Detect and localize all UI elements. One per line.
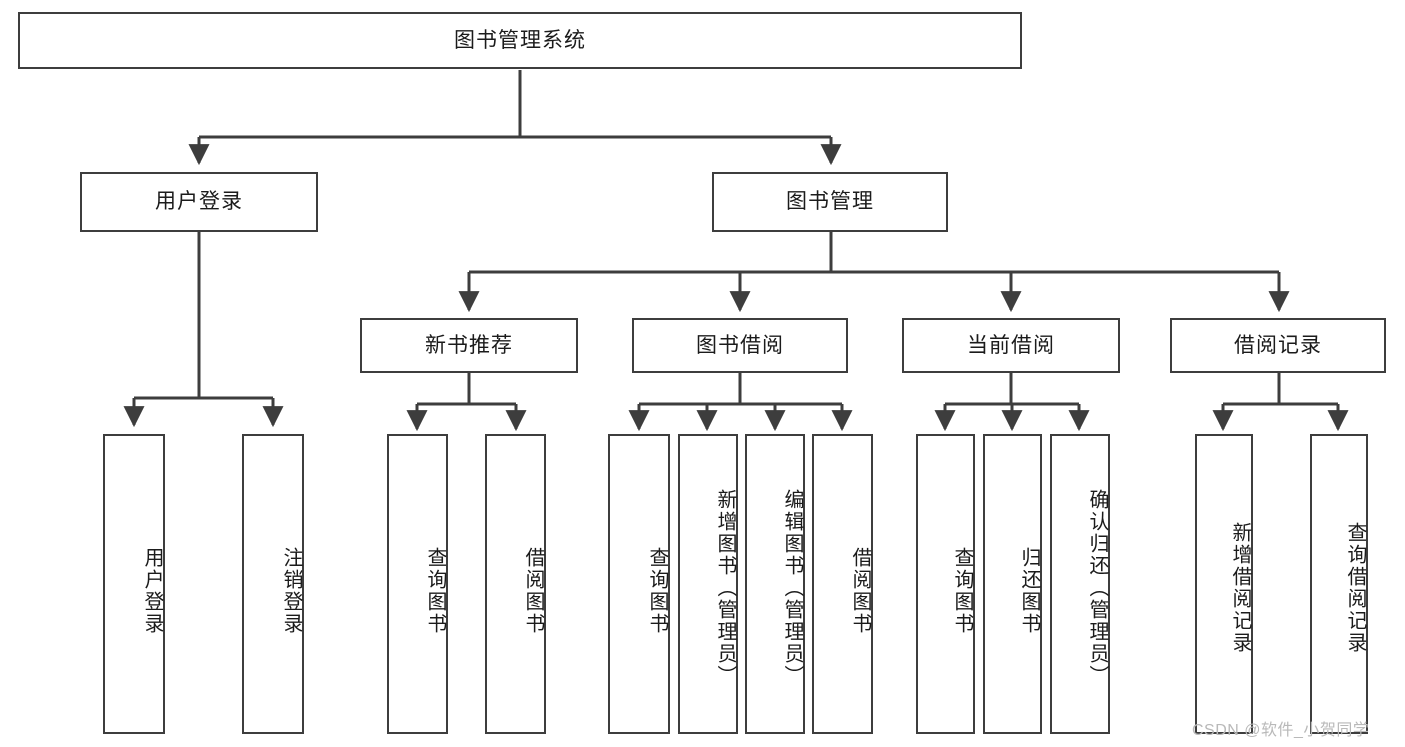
- node-label: 借阅记录: [1234, 333, 1322, 357]
- leaf-new-book-query[interactable]: 查询图书: [387, 434, 448, 734]
- leaf-record-add-record[interactable]: 新增借阅记录: [1195, 434, 1253, 734]
- leaf-current-confirm-return-admin[interactable]: 确认归还（管理员）: [1050, 434, 1110, 734]
- node-label: 查询图书: [951, 547, 973, 635]
- leaf-borrow-edit-book-admin[interactable]: 编辑图书（管理员）: [745, 434, 805, 734]
- node-book-management[interactable]: 图书管理: [712, 172, 948, 232]
- node-label: 新增图书（管理员）: [714, 489, 736, 687]
- node-label: 查询图书: [646, 547, 668, 635]
- leaf-current-return-book[interactable]: 归还图书: [983, 434, 1042, 734]
- node-current-borrow[interactable]: 当前借阅: [902, 318, 1120, 373]
- node-new-book-recommend[interactable]: 新书推荐: [360, 318, 578, 373]
- node-label: 借阅图书: [522, 547, 544, 635]
- node-label: 编辑图书（管理员）: [781, 489, 803, 687]
- node-root-system[interactable]: 图书管理系统: [18, 12, 1022, 69]
- leaf-record-query-record[interactable]: 查询借阅记录: [1310, 434, 1368, 734]
- node-label: 图书借阅: [696, 333, 784, 357]
- leaf-borrow-add-book-admin[interactable]: 新增图书（管理员）: [678, 434, 738, 734]
- leaf-user-login-login[interactable]: 用户登录: [103, 434, 165, 734]
- leaf-borrow-borrow-book[interactable]: 借阅图书: [812, 434, 873, 734]
- node-label: 图书管理: [786, 190, 874, 214]
- node-label: 借阅图书: [849, 547, 871, 635]
- leaf-current-query-book[interactable]: 查询图书: [916, 434, 975, 734]
- node-label: 当前借阅: [967, 333, 1055, 357]
- node-user-login[interactable]: 用户登录: [80, 172, 318, 232]
- leaf-user-login-logout[interactable]: 注销登录: [242, 434, 304, 734]
- node-label: 新书推荐: [425, 333, 513, 357]
- leaf-borrow-query-book[interactable]: 查询图书: [608, 434, 670, 734]
- node-book-borrow[interactable]: 图书借阅: [632, 318, 848, 373]
- node-label: 查询图书: [424, 547, 446, 635]
- leaf-new-book-borrow[interactable]: 借阅图书: [485, 434, 546, 734]
- node-label: 图书管理系统: [454, 28, 586, 52]
- node-borrow-record[interactable]: 借阅记录: [1170, 318, 1386, 373]
- node-label: 确认归还（管理员）: [1086, 489, 1108, 687]
- node-label: 用户登录: [141, 547, 163, 635]
- node-label: 用户登录: [155, 190, 243, 214]
- node-label: 归还图书: [1018, 547, 1040, 635]
- node-label: 注销登录: [280, 547, 302, 635]
- node-label: 新增借阅记录: [1229, 522, 1251, 654]
- node-label: 查询借阅记录: [1344, 522, 1366, 654]
